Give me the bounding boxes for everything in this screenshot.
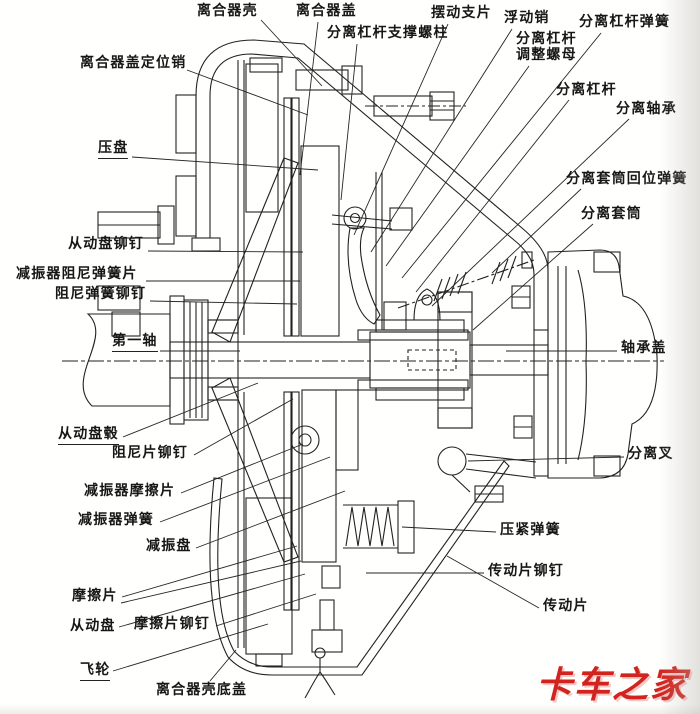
flywheel-leader-line [112,623,269,672]
damping-spring-rivet-leader-line [149,300,298,305]
clutch-cover-locating-pin-label: 离合器盖定位销 [80,55,187,71]
leader-lines [112,19,630,682]
release-sleeve-return-spring-leader-line [491,188,582,274]
driven-plate-rivet-label: 从动盘铆钉 [68,236,144,252]
damper-friction-plate-label: 减振器摩擦片 [84,483,176,499]
release-lever-label: 分离杠杆 [556,82,617,98]
first-shaft-label: 第一轴 [112,333,158,352]
watermark-logo: 卡车之家 [535,665,688,706]
release-bearing-leader-line [431,118,630,307]
compression-spring-shape [343,500,415,554]
damper-disc-leader-line [195,490,346,549]
driven-plate-hub-shape [207,157,299,563]
friction-facing-rivet-label: 摩擦片铆钉 [134,616,210,632]
damper-damping-spring-plate-label: 减振器阻尼弹簧片 [16,266,138,282]
clutch-cover-locating-pin-leader-line [186,69,309,116]
main-shaft [169,319,549,401]
swing-support-plate-leader-line [353,23,449,236]
release-lever-adjusting-nut-leader-line [385,65,530,267]
pressure-plate-leader-line [131,156,319,171]
friction-facing-rivet-leader-line [215,593,317,627]
clutch-cover-leader-line [299,21,319,176]
housing-outline [175,39,549,477]
bottom-cover [209,460,510,699]
clutch-housing-leader-line [260,19,323,87]
drive-plate-leader-line [446,555,540,609]
damper-spring-label: 减振器弹簧 [78,512,154,528]
swing-support-plate-label: 摆动支片 [431,5,492,21]
damper-disc-label: 减振盘 [146,538,192,554]
driven-plate-leader-line [118,573,306,628]
floating-pin-leader-line [370,28,513,253]
friction-facing-leader-line [120,560,302,604]
clutch-housing-bottom-cover-leader-line [209,649,237,682]
release-sleeve-return-spring-label: 分离套筒回位弹簧 [566,171,688,187]
bearing-cover-shape [511,249,658,479]
driven-plate-label: 从动盘 [70,618,116,634]
drive-plate-rivet-label: 传动片铆钉 [488,563,564,579]
bearing-cover-label: 轴承盖 [621,340,667,356]
driven-plate-rivet-leader-line [147,250,304,253]
damping-spring-rivet-label: 阻尼弹簧铆钉 [55,286,147,302]
input-shaft [82,295,209,425]
release-lever-support-stud-leader-line [340,43,358,201]
damper-spring-leader-line [159,456,331,523]
compression-spring-label: 压紧弹簧 [500,522,561,538]
compression-spring-leader-line [401,526,497,533]
release-bearing-label: 分离轴承 [616,101,677,117]
friction-facing-leader-line [121,545,298,598]
clutch-housing-label: 离合器壳 [197,3,258,19]
release-lever-spring-leader-line [401,32,602,279]
friction-facing-label: 摩擦片 [72,588,118,604]
drive-plate-label: 传动片 [543,598,589,614]
floating-pin-label: 浮动销 [504,10,550,26]
release-lever-spring-label: 分离杠杆弹簧 [579,14,671,30]
driven-plate-hub-leader-line [122,382,259,438]
release-fork-leader-line [467,456,625,462]
release-lever-support-stud-label: 分离杠杆支撑螺柱 [327,25,449,41]
disc-stack [237,60,359,667]
clutch-cover-label: 离合器盖 [296,3,357,19]
clutch-housing-bottom-cover-label: 离合器壳底盖 [156,682,248,698]
release-lever-leader-line [415,99,570,293]
release-sleeve-leader-line [472,223,594,331]
pressure-plate-label: 压盘 [98,140,129,159]
release-lever-adjusting-nut-label: 分离杠杆调整螺母 [516,31,577,63]
damping-plate-rivet-label: 阻尼片铆钉 [112,445,188,461]
release-sleeve-label: 分离套筒 [581,206,642,222]
damping-plate-rivet-leader-line [193,398,294,456]
damper-friction-plate-leader-line [180,443,304,494]
driven-plate-hub-label: 从动盘毂 [58,426,119,445]
flywheel-label: 飞轮 [80,662,111,681]
release-fork-label: 分离叉 [628,446,674,462]
